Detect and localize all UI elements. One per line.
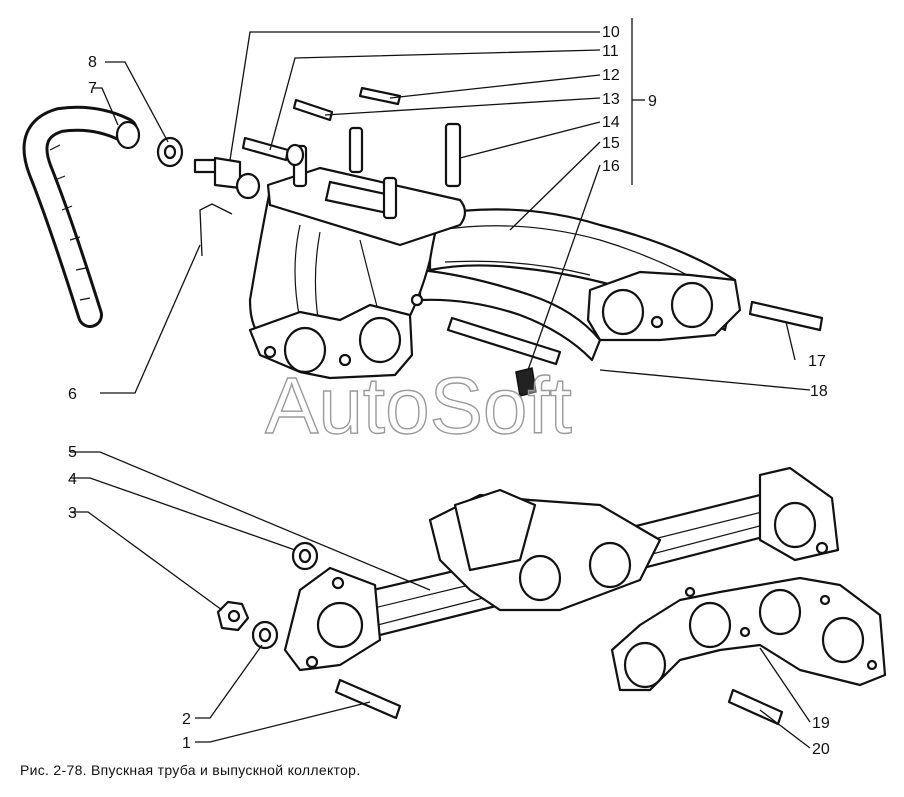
callout-16: 16 (602, 158, 620, 175)
callout-7: 7 (88, 80, 97, 97)
callout-13: 13 (602, 91, 620, 108)
callout-8: 8 (88, 54, 97, 71)
fittings (156, 86, 824, 397)
callout-14: 14 (602, 114, 620, 131)
callout-4: 4 (68, 471, 77, 488)
manifold-gasket (610, 576, 887, 692)
callout-labels: 8 7 10 11 12 13 14 15 16 9 6 17 18 5 4 3… (68, 24, 830, 758)
exhaust-manifold (283, 466, 840, 672)
callout-5: 5 (68, 444, 77, 461)
leader-lines (70, 18, 811, 749)
callout-19: 19 (812, 715, 830, 732)
hose (22, 105, 141, 328)
callout-9: 9 (648, 93, 657, 110)
lower-fasteners (216, 541, 784, 726)
intake-pipe (248, 126, 742, 380)
callout-6: 6 (68, 386, 77, 403)
callout-18: 18 (810, 383, 828, 400)
callout-1: 1 (182, 735, 191, 752)
callout-2: 2 (182, 711, 191, 728)
callout-10: 10 (602, 24, 620, 41)
watermark: AutoSoft (265, 361, 572, 450)
callout-12: 12 (602, 67, 620, 84)
figure-caption: Рис. 2-78. Впускная труба и выпускной ко… (20, 762, 361, 778)
callout-3: 3 (68, 505, 77, 522)
callout-17: 17 (808, 353, 826, 370)
callout-11: 11 (602, 43, 619, 60)
callout-20: 20 (812, 741, 830, 758)
callout-15: 15 (602, 135, 620, 152)
